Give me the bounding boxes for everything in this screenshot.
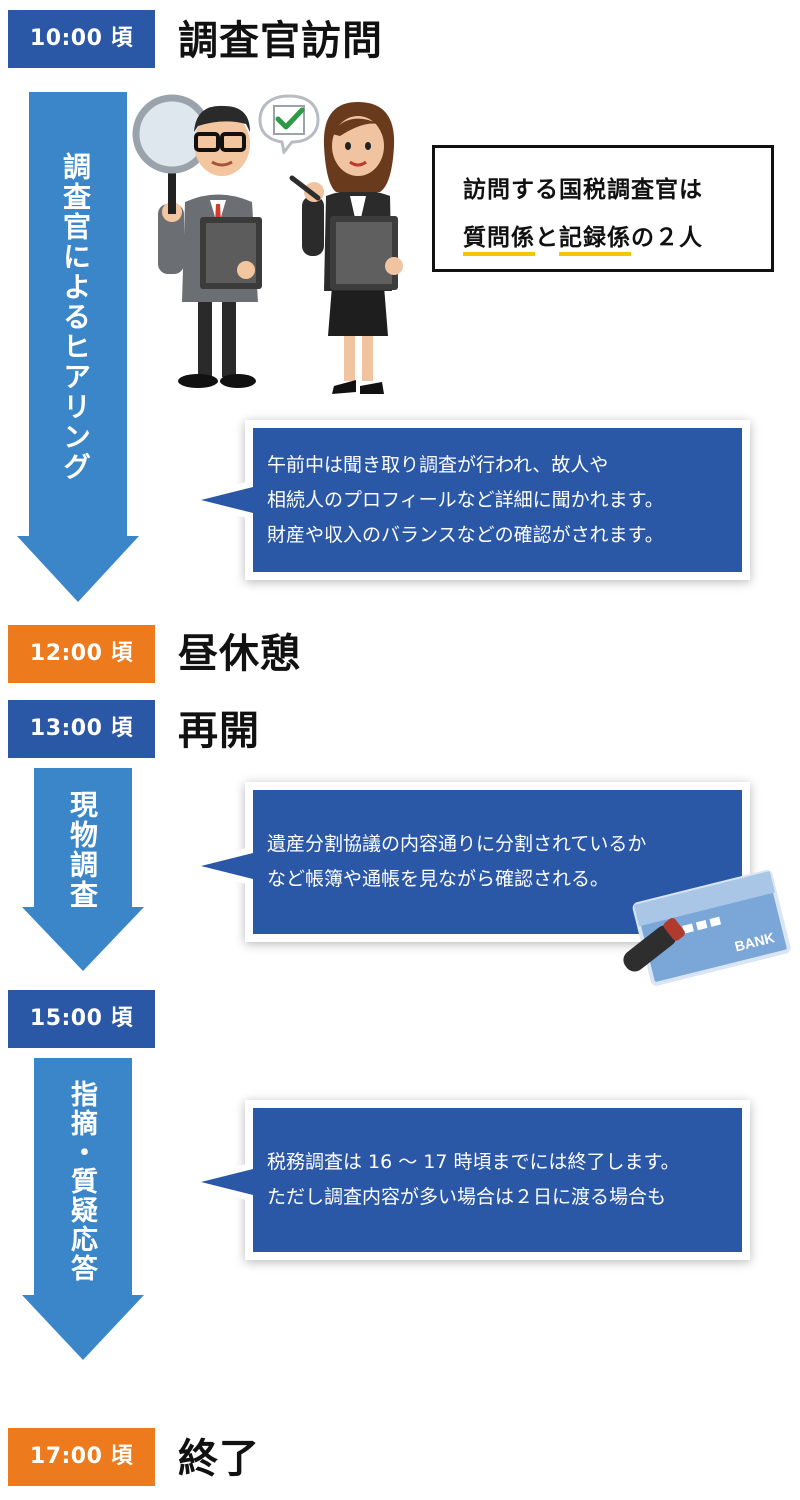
bubble-tail (183, 1162, 253, 1202)
speech-bubble-hearing: 午前中は聞き取り調査が行われ、故人や 相続人のプロフィールなど詳細に聞かれます。… (183, 420, 750, 580)
heading-resume: 再開 (178, 708, 260, 754)
info-conj: と (535, 225, 559, 251)
highlight-recorder: 記録係 (559, 225, 631, 256)
heading-end: 終了 (178, 1436, 260, 1482)
arrow-hearing: 調査官によるヒアリング (17, 92, 139, 602)
speech-bubble-qa: 税務調査は 16 ～ 17 時頃までには終了します。 ただし調査内容が多い場合は… (183, 1100, 750, 1260)
recorder-woman-illustration (289, 102, 403, 394)
bubble-line: 遺産分割協議の内容通りに分割されているか (267, 833, 647, 855)
time-badge-1700: 17:00 頃 (8, 1428, 155, 1486)
inspector-man-illustration (132, 94, 262, 388)
info-line-1: 訪問する国税調査官は (463, 177, 703, 203)
checkmark-bubble-icon (258, 94, 320, 154)
arrow-qa: 指摘・質疑応答 (22, 1058, 144, 1360)
bubble-line: など帳簿や通帳を見ながら確認される。 (267, 868, 610, 890)
heading-lunch: 昼休憩 (178, 631, 301, 677)
info-line-2: 質問係と記録係の２人 (463, 218, 703, 256)
arrow-inspection: 現物調査 (22, 768, 144, 971)
bubble-line: 税務調査は 16 ～ 17 時頃までには終了します。 (267, 1151, 680, 1173)
time-badge-1200: 12:00 頃 (8, 625, 155, 683)
info-tail: の２人 (631, 225, 703, 251)
bankbook-seal-icon: BANK (623, 869, 791, 986)
bubble-line: ただし調査内容が多い場合は２日に渡る場合も (267, 1186, 667, 1208)
arrow-inspection-label: 現物調査 (66, 790, 99, 910)
arrow-qa-label: 指摘・質疑応答 (66, 1080, 97, 1283)
highlight-questioner: 質問係 (463, 225, 535, 256)
bubble-line: 相続人のプロフィールなど詳細に聞かれます。 (267, 488, 664, 511)
bubble-tail (183, 480, 253, 520)
arrow-hearing-label: 調査官によるヒアリング (59, 152, 92, 482)
time-badge-1000: 10:00 頃 (8, 10, 155, 68)
bubble-tail (183, 846, 253, 886)
bubble-qa-text: 税務調査は 16 ～ 17 時頃までには終了します。 ただし調査内容が多い場合は… (253, 1108, 742, 1252)
inspectors-info-box: 訪問する国税調査官は 質問係と記録係の２人 (432, 145, 774, 272)
time-badge-1300: 13:00 頃 (8, 700, 155, 758)
time-badge-1500: 15:00 頃 (8, 990, 155, 1048)
bubble-hearing-text: 午前中は聞き取り調査が行われ、故人や 相続人のプロフィールなど詳細に聞かれます。… (253, 428, 742, 572)
bubble-line: 午前中は聞き取り調査が行われ、故人や (267, 453, 609, 476)
bubble-line: 財産や収入のバランスなどの確認がされます。 (267, 523, 664, 546)
heading-visit: 調査官訪問 (178, 18, 383, 64)
